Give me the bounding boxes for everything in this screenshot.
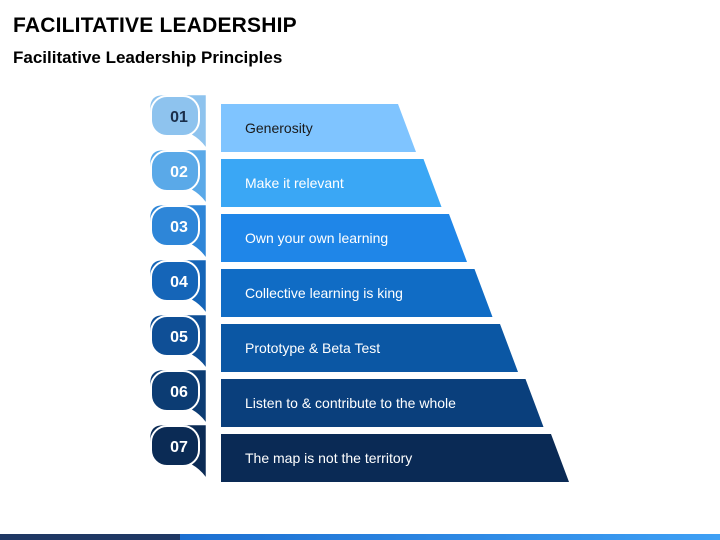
step-bar (221, 104, 416, 152)
step-number-badge (150, 370, 200, 412)
step-number: 04 (170, 274, 188, 291)
step-number-badge (150, 205, 200, 247)
step-label: Own your own learning (245, 230, 388, 246)
step-bar (221, 324, 518, 372)
footer-accent-bar (0, 534, 720, 540)
step-number: 06 (170, 384, 188, 401)
step-number-badge (150, 95, 200, 137)
step-number: 05 (170, 329, 188, 346)
step-bar (221, 434, 569, 482)
step-number-badge (150, 260, 200, 302)
step-number-badge (150, 425, 200, 467)
step-label: The map is not the territory (245, 450, 412, 466)
step-bar (221, 379, 544, 427)
page-subtitle: Facilitative Leadership Principles (13, 48, 283, 67)
step-bar (221, 214, 467, 262)
step-number: 07 (170, 439, 188, 456)
footer-accent-light (180, 534, 720, 540)
step-number: 02 (170, 164, 188, 181)
step-label: Make it relevant (245, 175, 344, 191)
step-bar (221, 159, 442, 207)
page-title: FACILITATIVE LEADERSHIP (13, 14, 297, 37)
step-label: Collective learning is king (245, 285, 403, 301)
step-label: Generosity (245, 120, 313, 136)
footer-accent-dark (0, 534, 180, 540)
step-number-badge (150, 315, 200, 357)
step-label: Prototype & Beta Test (245, 340, 380, 356)
step-number: 01 (170, 109, 188, 126)
step-number-badge (150, 150, 200, 192)
step-number: 03 (170, 219, 188, 236)
step-label: Listen to & contribute to the whole (245, 395, 456, 411)
step-bar (221, 269, 493, 317)
